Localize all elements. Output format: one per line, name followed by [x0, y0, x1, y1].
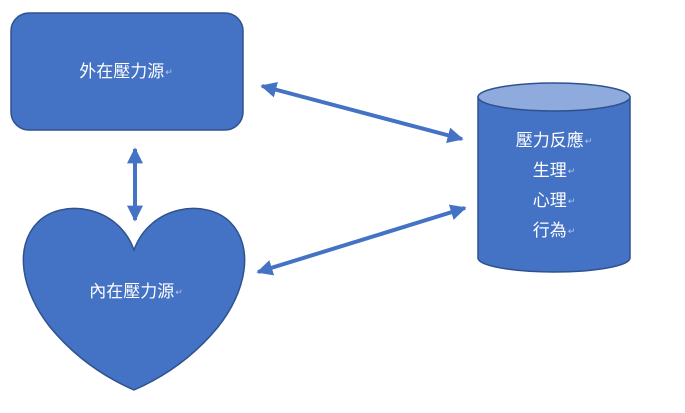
stress-response-cylinder: [477, 82, 631, 273]
stress-response-title: 壓力反應↵: [515, 131, 593, 151]
stress-response-item: 心理↵: [532, 191, 576, 211]
stress-response-item: 生理↵: [532, 161, 576, 181]
external-source-box: [10, 12, 244, 131]
stress-response-item: 行為↵: [532, 221, 576, 241]
internal-source-heart: [22, 207, 246, 391]
arrow-external-response: [260, 81, 464, 144]
external-source-label: 外在壓力源↵: [79, 62, 173, 82]
internal-source-label: 內在壓力源↵: [89, 282, 183, 302]
arrow-internal-response: [256, 204, 467, 276]
